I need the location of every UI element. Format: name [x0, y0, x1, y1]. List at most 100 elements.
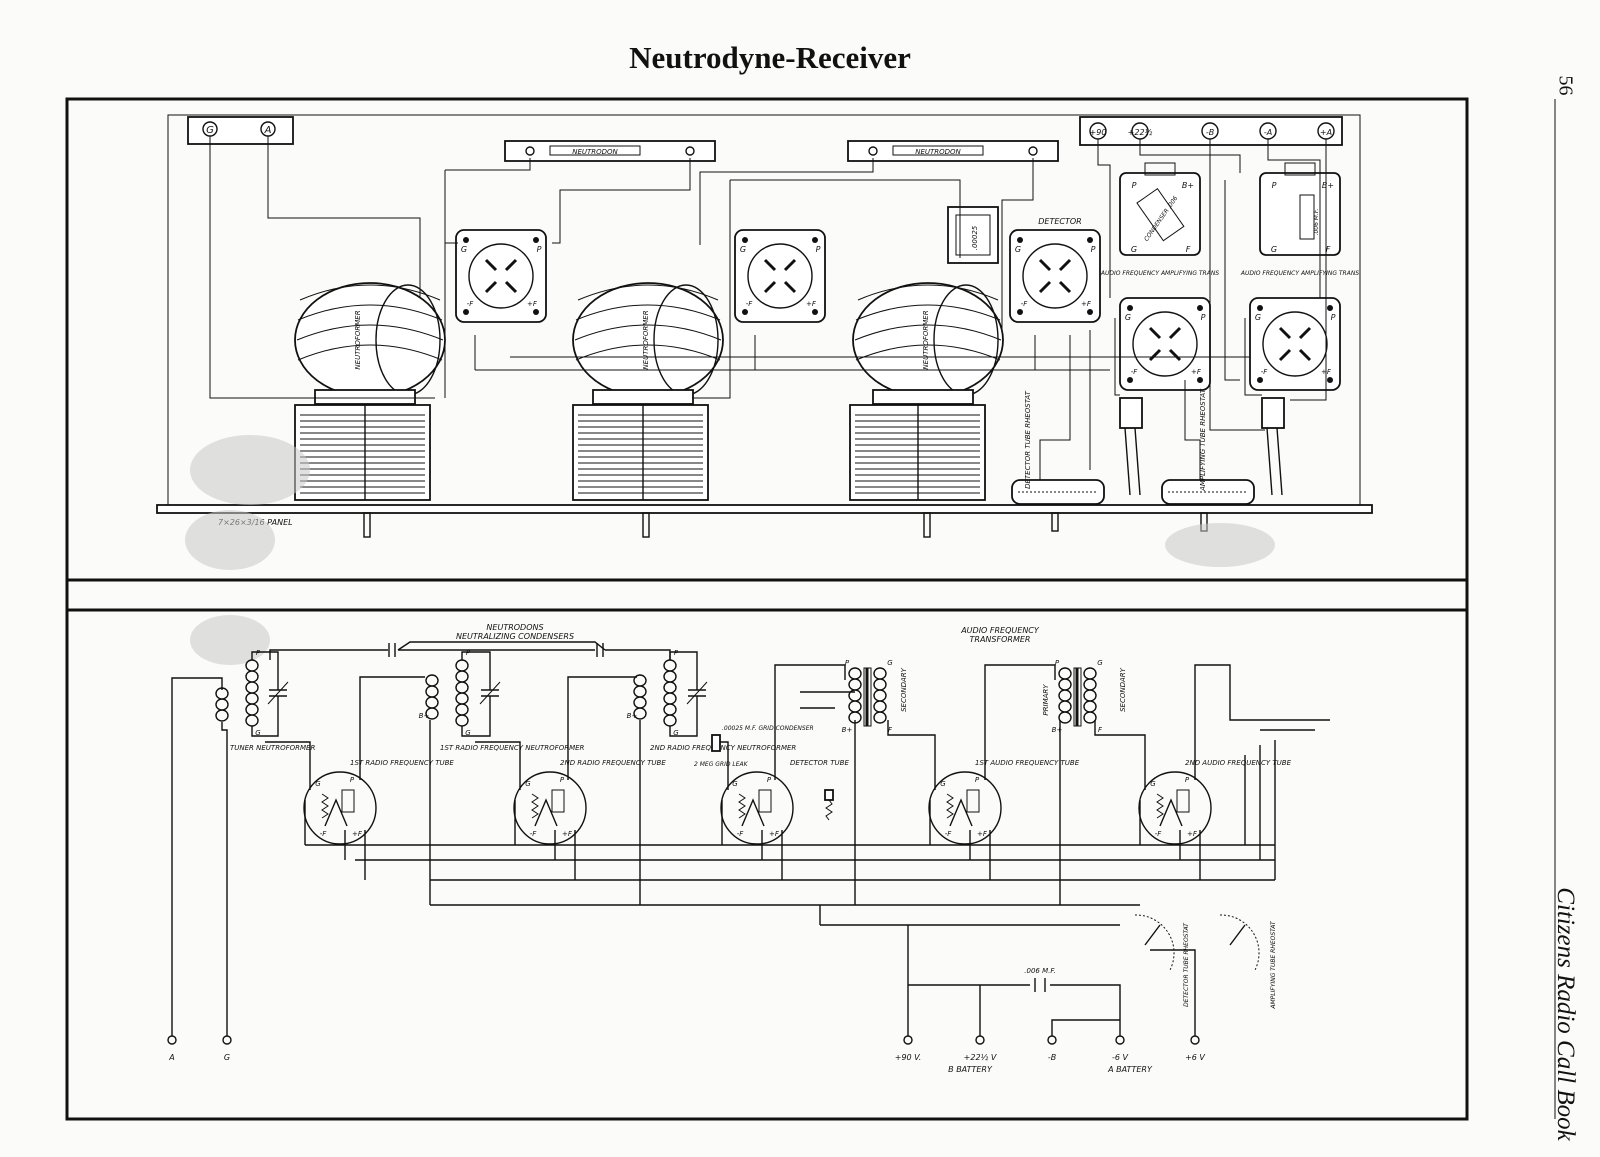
jack-1-pictorial [1119, 397, 1143, 496]
grid-condenser-label: .00025 M.F. GRID CONDENSER [722, 725, 814, 732]
neutroformer-1-label: NEUTROFORMER [354, 310, 362, 369]
primary-label: PRIMARY [1042, 684, 1050, 716]
tube-fpos-label: +F [562, 830, 573, 838]
secondary-label-1: SECONDARY [900, 667, 908, 712]
neutroformer-schematic-2: B+PG [419, 649, 501, 737]
tube-fpos-label: +F [769, 830, 780, 838]
rheostat-schematic-1 [1134, 914, 1175, 971]
socket-pin-plate: P [1201, 313, 1206, 322]
schematic-wires [171, 641, 1330, 1036]
bplus-label: B+ [627, 712, 638, 720]
af1-pin-p: P [1132, 181, 1137, 190]
af-p-label: P [1055, 659, 1060, 667]
tube-fpos-label: +F [977, 830, 988, 838]
terminal-plus-6v: +6 V [1185, 1053, 1205, 1062]
tube-plate-label: P [1185, 776, 1190, 784]
socket-pin-fpos: +F [806, 300, 817, 308]
socket-pin-fpos: +F [527, 300, 538, 308]
coil-bottom-label: G [673, 729, 679, 737]
schematic-amp-rheostat-label: AMPLIFYING TUBE RHEOSTAT [1270, 920, 1277, 1010]
terminal-g-sch: G [224, 1053, 230, 1062]
b-battery-label: B BATTERY [948, 1065, 993, 1074]
neutrodon-2-label: NEUTRODON [915, 148, 961, 156]
rf-neutroformer-2-label: 2ND RADIO FREQUENCY NEUTROFORMER [650, 744, 796, 752]
tube-plate-label: P [560, 776, 565, 784]
tube-fneg-label: -F [945, 830, 953, 838]
tube-grid-label: G [1150, 780, 1156, 788]
schematic-det-rheostat-label: DETECTOR TUBE RHEOSTAT [1183, 922, 1190, 1007]
af-g-label: G [1097, 659, 1103, 667]
front-panel [156, 504, 1373, 514]
tube-4-label: 1ST AUDIO FREQUENCY TUBE [975, 759, 1080, 767]
terminal-minus-b-label: -B [1206, 128, 1214, 137]
bplus-label: B+ [419, 712, 430, 720]
terminal-plus22v: +22½ V [964, 1053, 997, 1062]
grid-condenser-pictorial: .00025 [947, 206, 999, 264]
af2-pin-p: P [1272, 181, 1277, 190]
neutrodon-1-label: NEUTRODON [572, 148, 618, 156]
tube-fneg-label: -F [737, 830, 745, 838]
af1-pin-bplus: B+ [1182, 181, 1194, 190]
af-transformer-schematic-1: PB+GF [842, 659, 894, 734]
terminal-g-label: G [206, 125, 214, 136]
af-transformer-2: .006 M.F. P B+ G F AUDIO FREQUENCY AMPLI… [1240, 162, 1359, 277]
af-trans-2-cond-label: .006 M.F. [1313, 208, 1320, 235]
neutrodon-schematic-1 [388, 643, 396, 657]
af2-pin-g: G [1271, 245, 1277, 254]
terminal-plus22-label: +22½ [1128, 128, 1153, 137]
variable-condenser-1 [294, 404, 431, 501]
detector-rheostat-pictorial: DETECTOR TUBE RHEOSTAT [1011, 390, 1105, 505]
neutroformer-schematic-3: B+ P G [627, 649, 708, 737]
af-transformer-label-2: TRANSFORMER [970, 635, 1031, 644]
af1-pin-g: G [1131, 245, 1137, 254]
page-title: Neutrodyne-Receiver [629, 40, 911, 75]
neutroformer-2-label: NEUTROFORMER [642, 310, 650, 369]
grid-leak-label: 2 MEG GRID LEAK [694, 761, 749, 768]
socket-pin-grid: G [740, 245, 746, 254]
grid-condenser-value: .00025 [971, 225, 979, 250]
tube-fneg-label: -F [320, 830, 328, 838]
tube-3-label: DETECTOR TUBE [790, 759, 849, 767]
af-f-label: F [1098, 726, 1103, 734]
socket-pin-plate: P [816, 245, 821, 254]
af2-pin-bplus: B+ [1322, 181, 1334, 190]
neutrodon-1: NEUTRODON [504, 140, 716, 162]
af1-pin-f: F [1186, 245, 1191, 254]
antenna-terminal-strip: G A [187, 116, 294, 145]
neutrodon-2: NEUTRODON [847, 140, 1059, 162]
variable-condenser-2 [572, 404, 709, 501]
af-trans-2-label: AUDIO FREQUENCY AMPLIFYING TRANS [1240, 270, 1359, 277]
coil-bottom-label: G [255, 729, 261, 737]
neutroformer-3-label: NEUTROFORMER [922, 310, 930, 369]
tube-plate-label: P [767, 776, 772, 784]
neutroformer-3: NEUTROFORMER [852, 282, 1004, 405]
terminal-a-label: A [264, 125, 272, 136]
detector-label: DETECTOR [1038, 217, 1081, 226]
terminal-minus-b: -B [1048, 1053, 1056, 1062]
secondary-label-2: SECONDARY [1119, 667, 1127, 712]
tube-2-label: 2ND RADIO FREQUENCY TUBE [560, 759, 666, 767]
neutrodons-label: NEUTRODONS [486, 623, 543, 632]
panel-shafts [363, 512, 1208, 538]
grid-condenser-schematic [711, 734, 834, 821]
af-transformer-label-1: AUDIO FREQUENCY [960, 626, 1040, 635]
pictorial-wires [209, 136, 1327, 480]
paper-smudges [185, 435, 1275, 665]
af-p-label: P [845, 659, 850, 667]
terminal-minus-a-label: -A [1264, 128, 1272, 137]
jack-2-pictorial [1261, 397, 1285, 496]
schematic-diagram: NEUTRODONS NEUTRALIZING CONDENSERS AUDIO… [167, 623, 1330, 1074]
tube-fneg-label: -F [530, 830, 538, 838]
tube-5-label: 2ND AUDIO FREQUENCY TUBE [1185, 759, 1292, 767]
tuner-neutroformer-label: TUNER NEUTROFORMER [230, 744, 315, 752]
af-f-label: F [888, 726, 893, 734]
neutroformer-2: NEUTROFORMER [572, 282, 724, 405]
af-bplus-label: B+ [842, 726, 853, 734]
tube-fneg-label: -F [1155, 830, 1163, 838]
terminal-minus-6v: -6 V [1112, 1053, 1129, 1062]
coil-top-label: P [674, 649, 679, 657]
